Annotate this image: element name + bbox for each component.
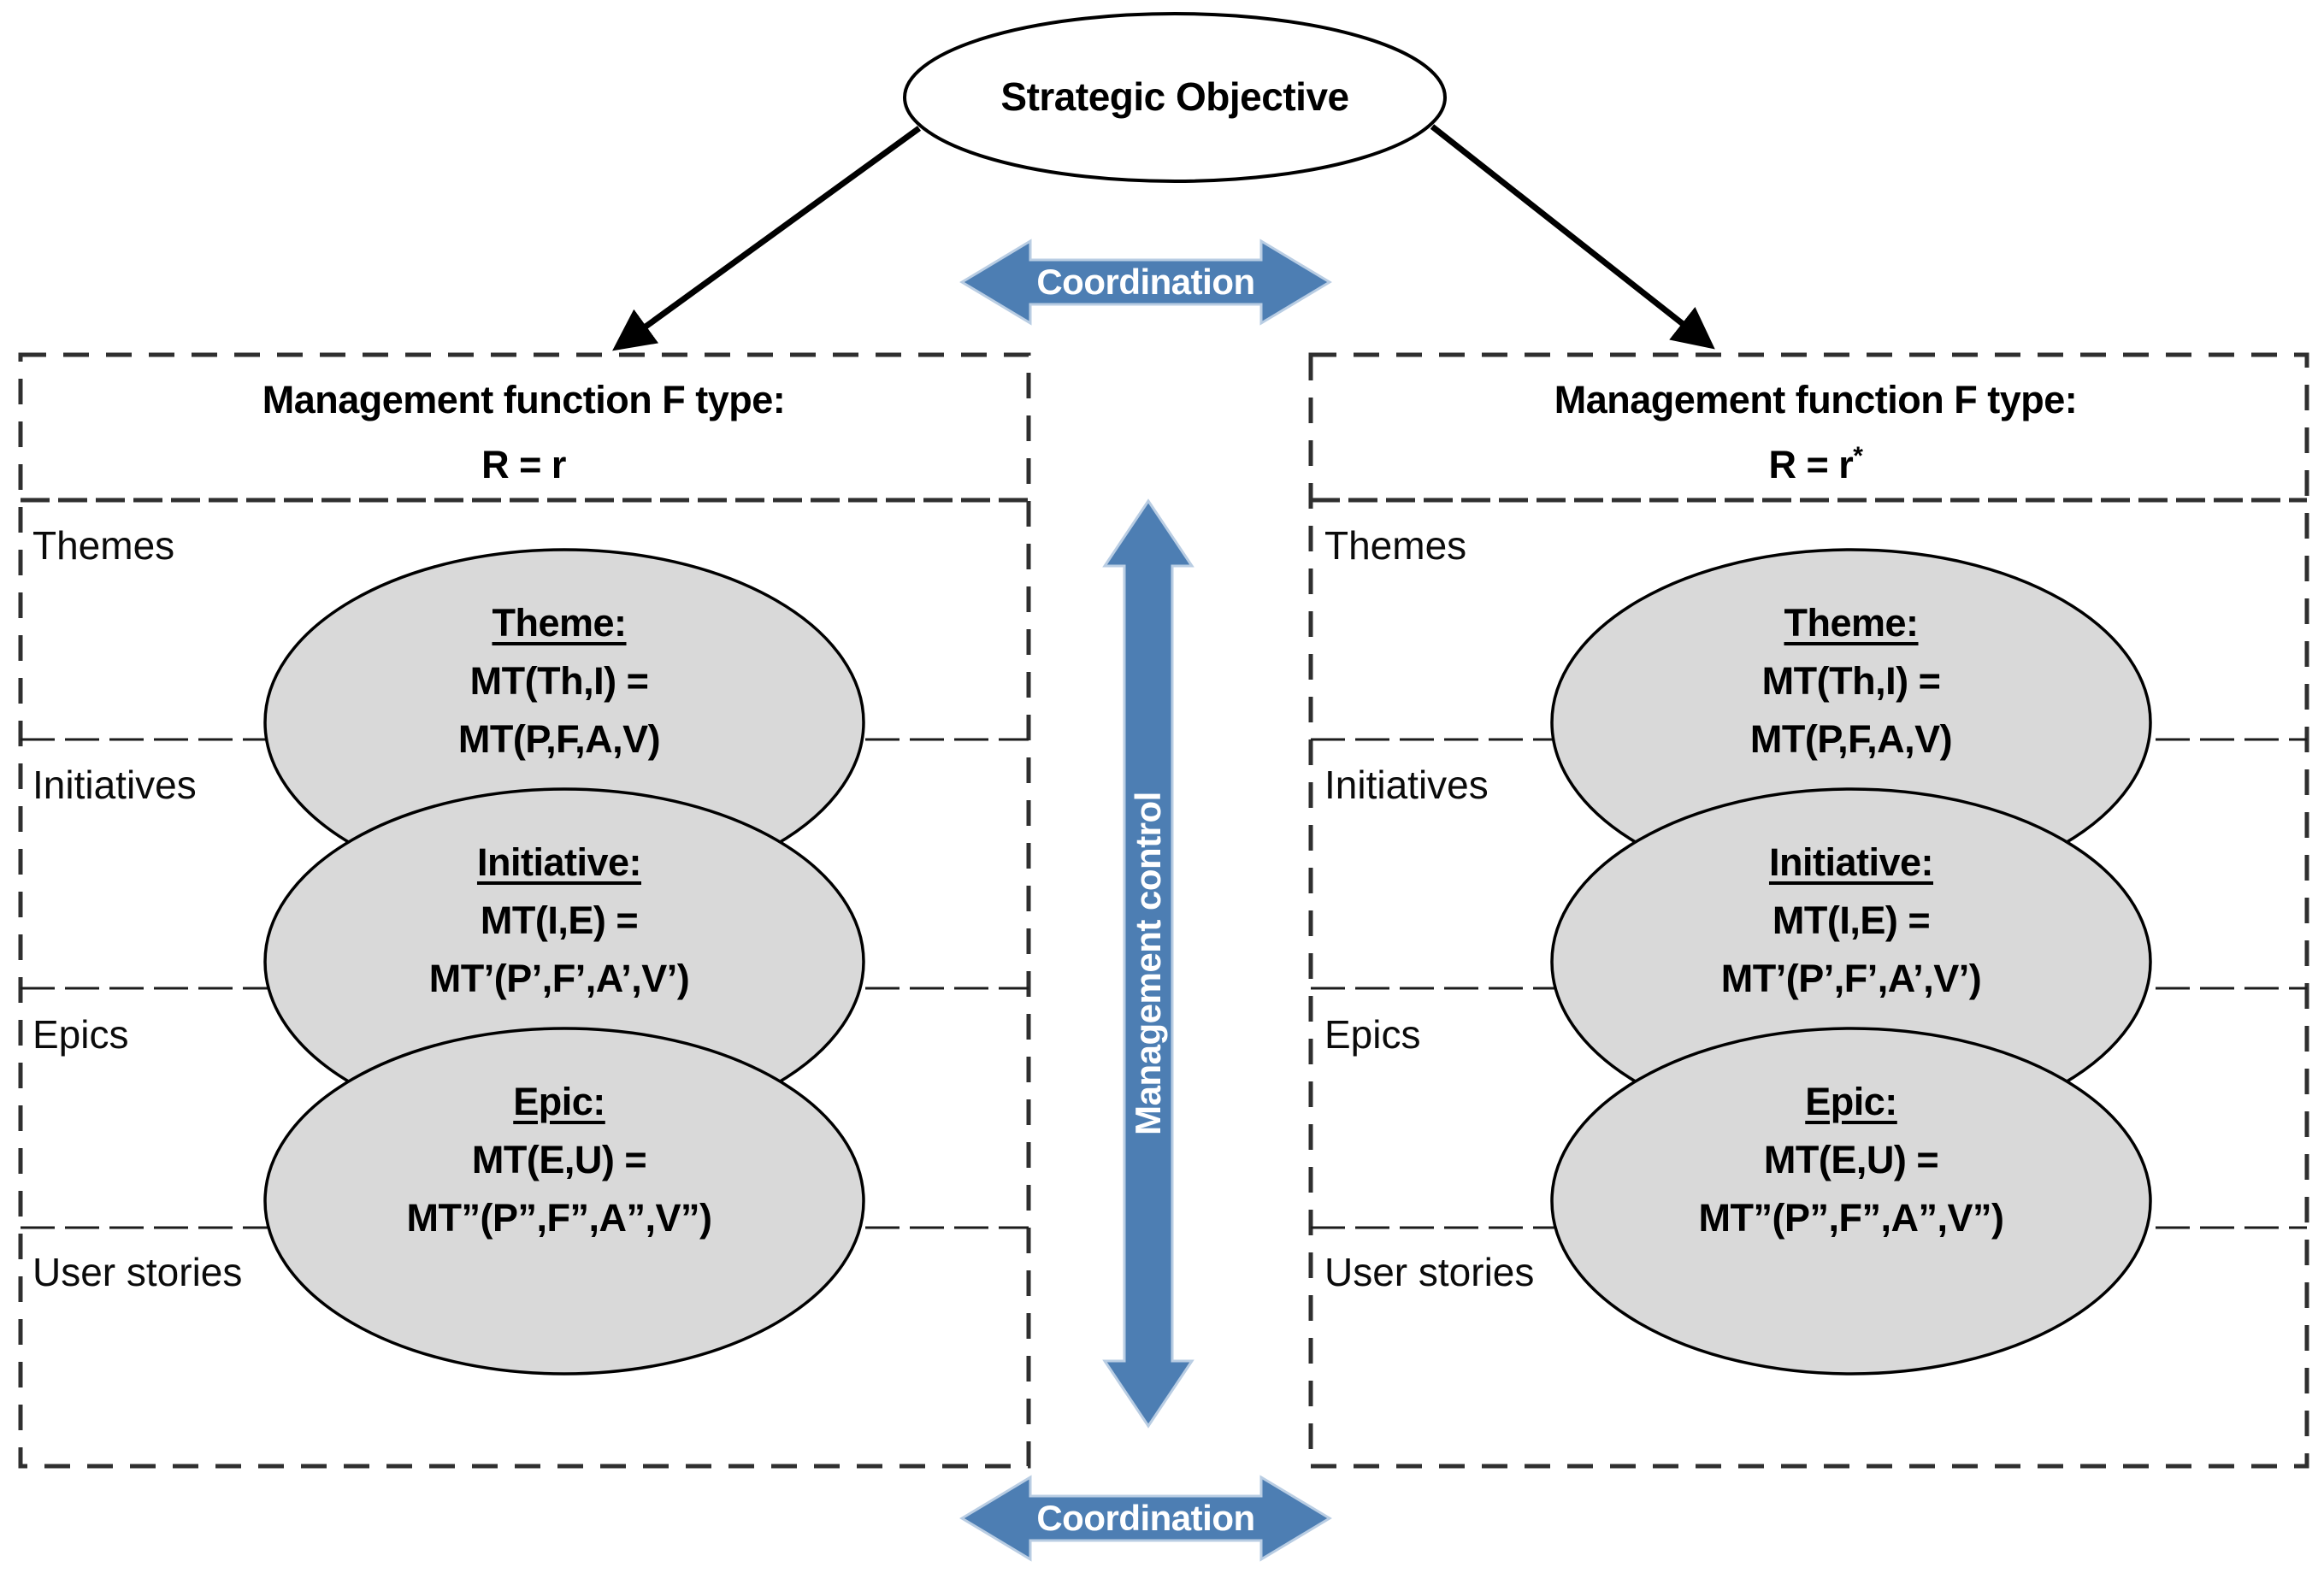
left-row-label-themes: Themes [32,523,175,568]
right-panel-box [1308,352,2309,1469]
right-theme-ellipse-text: Theme: MT(Th,I) = MT(P,F,A,V) [1578,594,2125,769]
right-row-label-themes: Themes [1324,523,1467,568]
right-theme-title: Theme: [1784,601,1919,645]
left-panel-header-line1: Management function F type: [262,378,786,421]
left-panel-formula-text: R = r [481,443,566,486]
left-theme-title: Theme: [492,601,627,645]
right-epic-title: Epic: [1805,1080,1897,1123]
left-theme-formula2: MT(P,F,A,V) [457,717,661,761]
left-panel: Management function F type: R = r Themes… [19,353,1029,1467]
right-epic-ellipse-text: Epic: MT(E,U) = MT”(P”,F”,A”,V”) [1578,1073,2125,1247]
right-panel-formula-text: R = r [1768,443,1854,486]
right-row-label-user-stories: User stories [1324,1250,1535,1294]
right-panel: Management function F type: R = r* Theme… [1311,353,2321,1467]
left-initiative-ellipse-text: Initiative: MT(I,E) = MT’(P’,F’,A’,V’) [286,834,833,1008]
arrow-to-right-panel [1430,124,1715,350]
right-theme-formula1: MT(Th,I) = [1761,659,1941,703]
right-initiative-ellipse-text: Initiative: MT(I,E) = MT’(P’,F’,A’,V’) [1578,834,2125,1008]
right-panel-header-line1: Management function F type: [1554,378,2078,421]
right-row-label-epics: Epics [1324,1012,1421,1057]
arrow-to-left-panel [612,126,922,351]
right-row-label-initiatives: Initiatives [1324,763,1489,807]
management-control-label: Management control [1128,792,1168,1135]
left-epic-ellipse-shape [263,1027,865,1376]
left-row-label-initiatives: Initiatives [32,763,197,807]
right-theme-formula2: MT(P,F,A,V) [1749,717,1953,761]
left-row-label-epics: Epics [32,1012,129,1057]
right-epic-formula2: MT”(P”,F”,A”,V”) [1698,1196,2004,1240]
right-epic-formula1: MT(E,U) = [1763,1138,1939,1181]
coordination-bottom-label: Coordination [1036,1498,1255,1538]
right-panel-header-formula: R = r* [1311,428,2321,493]
coordination-top-label: Coordination [1036,262,1255,302]
coordination-arrow-top [959,239,1332,326]
management-control-arrow [1102,498,1194,1429]
left-panel-header-formula: R = r [19,428,1029,493]
right-panel-header: Management function F type: R = r* [1311,372,2321,493]
left-theme-formula1: MT(Th,I) = [469,659,649,703]
strategic-objective-label: Strategic Objective [1000,74,1349,119]
right-panel-formula-sup: * [1853,442,1863,470]
strategic-objective-ellipse [903,12,1447,183]
left-initiative-formula1: MT(I,E) = [480,898,639,942]
left-theme-ellipse-text: Theme: MT(Th,I) = MT(P,F,A,V) [286,594,833,769]
right-initiative-formula2: MT’(P’,F’,A’,V’) [1720,957,1982,1000]
right-initiative-title: Initiative: [1768,840,1934,884]
left-epic-formula2: MT”(P”,F”,A”,V”) [406,1196,712,1240]
left-panel-box [18,352,1031,1469]
right-epic-ellipse-shape [1550,1027,2152,1376]
right-initiative-formula1: MT(I,E) = [1772,898,1931,942]
left-initiative-title: Initiative: [476,840,642,884]
left-row-label-user-stories: User stories [32,1250,243,1294]
left-epic-title: Epic: [513,1080,605,1123]
left-panel-header: Management function F type: R = r [19,372,1029,493]
left-epic-ellipse-text: Epic: MT(E,U) = MT”(P”,F”,A”,V”) [286,1073,833,1247]
left-initiative-formula2: MT’(P’,F’,A’,V’) [428,957,690,1000]
left-epic-formula1: MT(E,U) = [471,1138,647,1181]
coordination-arrow-bottom [959,1475,1332,1562]
